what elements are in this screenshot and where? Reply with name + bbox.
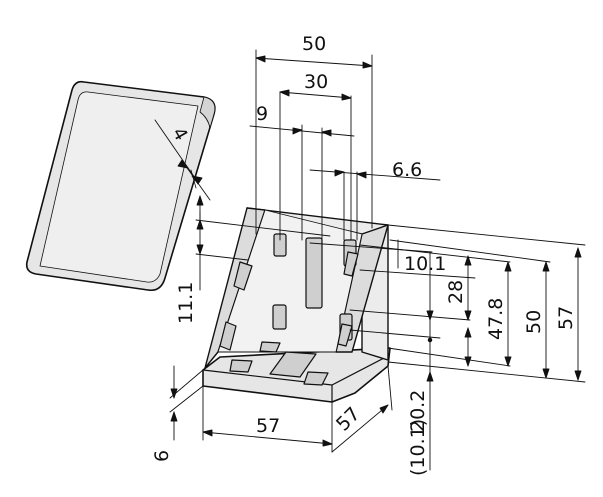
dim-label-28: 28 <box>445 280 467 304</box>
dim-label-10-1: 10.1 <box>404 253 446 275</box>
slot <box>303 371 329 386</box>
dim-label-10-1-paren: (10.1) <box>407 419 429 476</box>
dim-label-30: 30 <box>304 71 328 93</box>
slot <box>305 237 323 309</box>
end-cap-lip <box>199 96 216 129</box>
slot <box>337 323 353 347</box>
slot <box>272 304 287 330</box>
slot <box>219 321 237 351</box>
slot <box>229 359 253 373</box>
dim-label-57-right: 57 <box>555 306 577 330</box>
dim-label-6: 6 <box>151 450 173 462</box>
dim-label-11-1: 11.1 <box>175 282 197 324</box>
dim-label-6-6: 6.6 <box>392 159 422 181</box>
dim-label-57-base: 57 <box>256 415 280 437</box>
end-cap-face <box>39 91 199 283</box>
dim-label-47-8: 47.8 <box>485 298 507 340</box>
end-cap <box>25 80 216 292</box>
dim-label-20-2: 20.2 <box>407 390 429 432</box>
slot <box>259 341 281 353</box>
dim-label-50-top: 50 <box>302 33 326 55</box>
dim-label-57-depth: 57 <box>332 403 365 436</box>
dim-label-9: 9 <box>256 103 268 125</box>
dimension-lines <box>169 49 586 471</box>
slot <box>343 251 359 277</box>
dim-label-50-right: 50 <box>523 310 545 334</box>
angle-bracket <box>202 207 391 403</box>
dim-cap-thickness <box>154 119 211 229</box>
slot <box>269 351 317 378</box>
slot <box>233 261 253 291</box>
